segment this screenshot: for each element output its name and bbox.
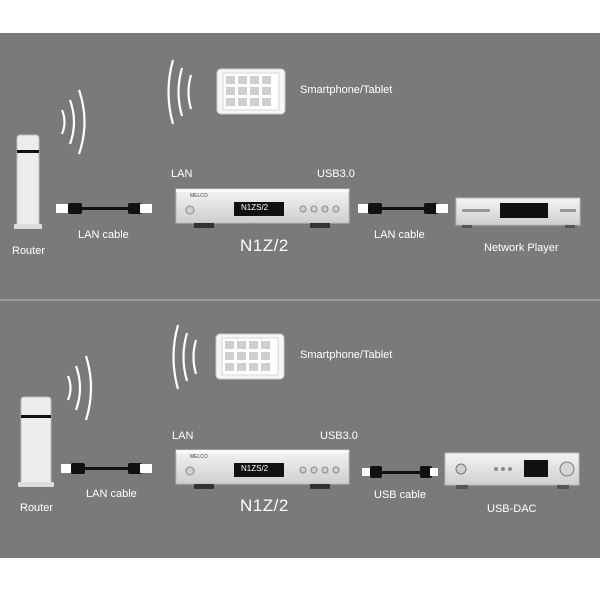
device-name: N1Z/2 <box>240 236 289 255</box>
network-player-icon <box>455 197 581 228</box>
tablet-label: Smartphone/Tablet <box>300 84 393 96</box>
device-name: N1Z/2 <box>240 496 289 515</box>
wifi-waves-icon <box>60 89 86 155</box>
device-display-text: N1ZS/2 <box>241 203 269 212</box>
tablet-icon <box>216 68 286 115</box>
server-device-icon <box>175 188 350 228</box>
lan-port-label: LAN <box>171 168 193 180</box>
server-device-icon <box>175 449 350 489</box>
tablet-icon <box>215 333 285 380</box>
lan-port-label: LAN <box>172 430 194 442</box>
usb-cable-label: USB cable <box>374 489 426 501</box>
usb-dac-label: USB-DAC <box>487 503 537 515</box>
wifi-waves-icon <box>167 59 193 125</box>
bottom-panel <box>0 301 600 558</box>
usb-cable-icon <box>362 466 438 478</box>
lan-cable-label: LAN cable <box>374 229 425 241</box>
tablet-label: Smartphone/Tablet <box>300 349 393 361</box>
panel-divider <box>0 299 600 301</box>
wifi-waves-icon <box>172 324 198 390</box>
network-player-label: Network Player <box>484 242 559 254</box>
usb-port-label: USB3.0 <box>317 168 355 180</box>
device-display-text: N1ZS/2 <box>241 464 269 473</box>
router-icon <box>18 396 54 487</box>
top-panel <box>0 33 600 299</box>
lan-cable-icon <box>56 203 152 214</box>
wifi-waves-icon <box>66 355 93 421</box>
router-label: Router <box>20 502 54 514</box>
lan-cable-label: LAN cable <box>78 229 129 241</box>
brand-mark: MELCO <box>190 454 208 460</box>
usb-dac-icon <box>444 452 580 489</box>
lan-cable-icon <box>358 203 448 214</box>
brand-mark: MELCO <box>190 193 208 199</box>
usb-port-label: USB3.0 <box>320 430 358 442</box>
router-icon <box>14 134 42 229</box>
router-label: Router <box>12 245 46 257</box>
lan-cable-label: LAN cable <box>86 488 137 500</box>
lan-cable-icon <box>61 463 152 474</box>
